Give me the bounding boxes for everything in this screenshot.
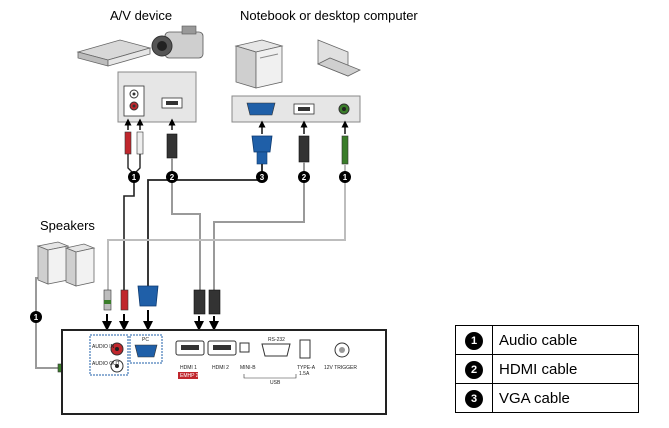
laptop-icon bbox=[317, 39, 361, 77]
svg-text:1: 1 bbox=[34, 313, 39, 322]
av-audio-plugs bbox=[124, 118, 144, 155]
audio-out-label: AUDIO OUT bbox=[92, 361, 120, 367]
av-hdmi-plug bbox=[166, 118, 178, 159]
type-a-rating: 1.5A bbox=[299, 371, 310, 377]
dvd-player-icon bbox=[76, 39, 152, 67]
av-port-panel bbox=[117, 71, 197, 123]
speakers-icon bbox=[36, 241, 96, 287]
audio-in-label: AUDIO IN bbox=[92, 344, 115, 350]
cable-marker-pc-vga: 3 bbox=[256, 171, 268, 183]
av-device-label: A/V device bbox=[110, 8, 173, 23]
computer-label: Notebook or desktop computer bbox=[240, 8, 418, 23]
hdmi2-label: HDMI 2 bbox=[212, 365, 229, 371]
legend-badge: 3 bbox=[465, 389, 483, 408]
svg-text:2: 2 bbox=[170, 173, 175, 182]
usb-label: USB bbox=[270, 380, 281, 386]
computer-port-panel bbox=[231, 95, 361, 123]
camcorder-icon bbox=[151, 25, 204, 59]
svg-text:2: 2 bbox=[302, 173, 307, 182]
trigger-label: 12V TRIGGER bbox=[324, 365, 357, 371]
legend-badge: 2 bbox=[465, 360, 483, 379]
projector-panel: AUDIO IN AUDIO OUT PC HDMI 1 EMHP 2.0 HD… bbox=[61, 329, 387, 415]
pc-port-label: PC bbox=[142, 337, 149, 343]
pc-vga-plug bbox=[251, 120, 273, 165]
hdmi1-badge: EMHP 2.0 bbox=[180, 373, 203, 379]
mini-b-label: MINI-B bbox=[240, 365, 256, 371]
speakers-label: Speakers bbox=[40, 218, 95, 233]
svg-text:1: 1 bbox=[343, 173, 348, 182]
pc-hdmi-plug bbox=[298, 120, 310, 163]
legend-row: 1 Audio cable bbox=[455, 325, 639, 355]
cable-marker-speaker-audio: 1 bbox=[30, 311, 42, 323]
cable-marker-av-hdmi: 2 bbox=[166, 171, 178, 183]
legend-text: HDMI cable bbox=[492, 354, 639, 384]
legend-badge: 1 bbox=[465, 331, 483, 350]
desktop-computer-icon bbox=[234, 39, 284, 89]
svg-text:3: 3 bbox=[260, 173, 265, 182]
hdmi1-label: HDMI 1 bbox=[180, 365, 197, 371]
pc-audio-plug bbox=[341, 120, 349, 165]
svg-text:1: 1 bbox=[132, 173, 137, 182]
type-a-label: TYPE-A bbox=[297, 365, 316, 371]
cable-marker-pc-audio: 1 bbox=[339, 171, 351, 183]
cable-marker-pc-hdmi: 2 bbox=[298, 171, 310, 183]
legend-text: Audio cable bbox=[492, 325, 639, 355]
cable-legend: 1 Audio cable 2 HDMI cable 3 VGA cable bbox=[455, 325, 639, 413]
rs232-label: RS-232 bbox=[268, 337, 285, 343]
legend-row: 2 HDMI cable bbox=[455, 354, 639, 384]
cable-marker-av-audio: 1 bbox=[128, 171, 140, 183]
legend-text: VGA cable bbox=[492, 383, 639, 413]
legend-row: 3 VGA cable bbox=[455, 383, 639, 413]
